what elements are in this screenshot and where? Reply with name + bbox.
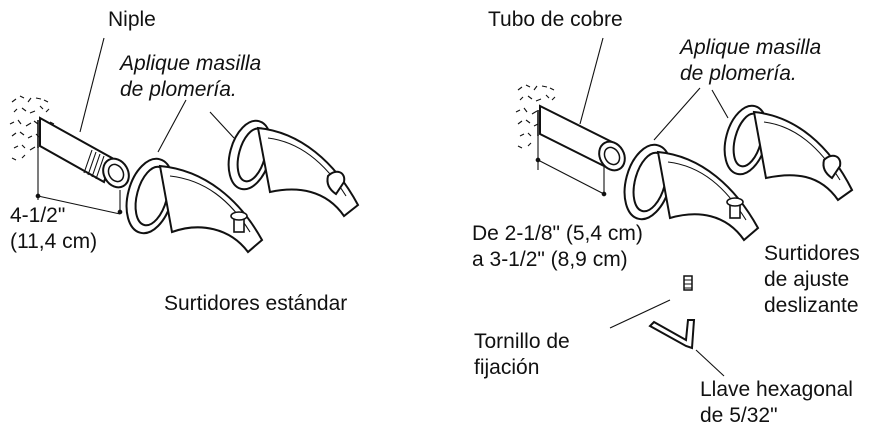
hex-key-label-line2: de 5/32" — [700, 404, 778, 427]
putty-leader-left — [157, 99, 235, 153]
nipple-label: Niple — [108, 8, 156, 31]
set-screw — [683, 275, 693, 291]
copper-leader — [579, 37, 604, 125]
putty-note-left-line1: Aplique masilla — [120, 52, 262, 75]
hex-key-label-line1: Llave hexagonal — [700, 378, 853, 401]
slip-fit-spout-rear — [723, 104, 854, 202]
slip-fit-caption-line1: Surtidores — [764, 242, 860, 265]
copper-pipe-label: Tubo de cobre — [488, 8, 623, 31]
dimension-right-line2: a 3-1/2" (8,9 cm) — [472, 248, 628, 271]
nipple-leader — [79, 37, 105, 133]
set-screw-label-line2: fijación — [474, 356, 540, 379]
wall-texture-left — [9, 95, 55, 161]
dimension-line-left — [35, 148, 123, 215]
putty-note-right-line2: de plomería. — [680, 62, 797, 85]
standard-spout-rear — [227, 119, 360, 218]
slip-fit-caption-line3: deslizante — [764, 294, 859, 317]
slip-fit-spout-front — [623, 143, 760, 242]
putty-note-left-line2: de plomería. — [120, 78, 237, 101]
putty-leader-right — [653, 87, 729, 141]
screw-leader — [609, 299, 671, 329]
nipple-pipe — [37, 116, 130, 189]
copper-pipe — [537, 104, 626, 172]
dimension-left-line1: 4-1/2" — [10, 204, 66, 227]
dimension-left-line2: (11,4 cm) — [10, 230, 98, 253]
standard-spouts-caption: Surtidores estándar — [164, 292, 348, 315]
standard-spout-front — [125, 157, 264, 254]
hex-key — [648, 319, 696, 350]
dimension-line-right — [535, 136, 607, 197]
dimension-right-line1: De 2-1/8" (5,4 cm) — [472, 222, 643, 245]
hex-key-leader — [695, 349, 725, 377]
putty-note-right-line1: Aplique masilla — [680, 36, 822, 59]
slip-fit-caption-line2: de ajuste — [764, 268, 850, 291]
set-screw-label-line1: Tornillo de — [474, 330, 570, 353]
